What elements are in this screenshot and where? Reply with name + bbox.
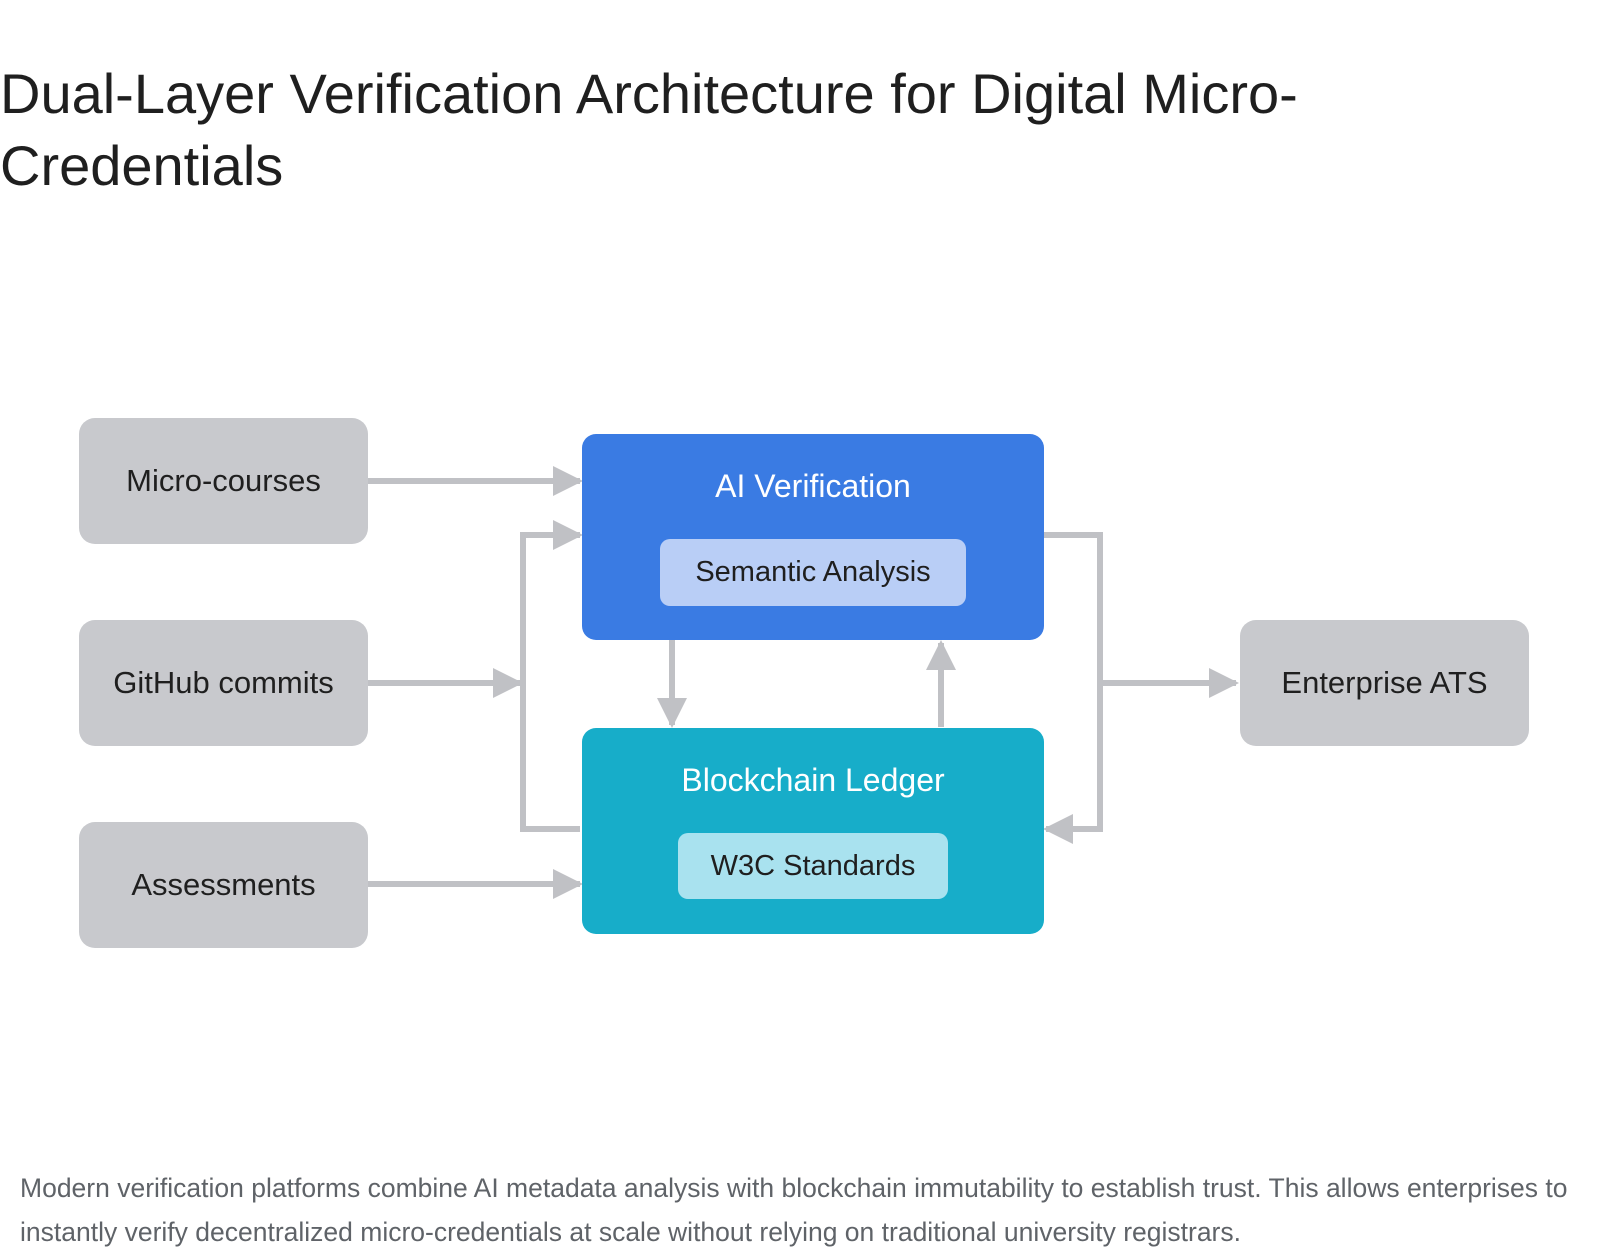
caption: Modern verification platforms combine AI… (20, 1173, 1568, 1247)
ai-layer-sub: Semantic Analysis (660, 539, 966, 606)
node-assessments: Assessments (79, 822, 368, 948)
node-label: GitHub commits (113, 665, 334, 700)
node-blockchain-ledger: Blockchain Ledger W3C Standards (582, 728, 1044, 934)
blockchain-layer-sub: W3C Standards (678, 833, 948, 899)
arrow-blockchain-loop-to-ai (520, 520, 583, 832)
node-ai-verification: AI Verification Semantic Analysis (582, 434, 1044, 640)
arrow-ai-to-blockchain-right-loop (1043, 532, 1103, 844)
node-enterprise-ats: Enterprise ATS (1240, 620, 1529, 746)
node-github-commits: GitHub commits (79, 620, 368, 746)
node-micro-courses: Micro-courses (79, 418, 368, 544)
node-label: Assessments (131, 867, 316, 902)
node-label: Micro-courses (126, 463, 321, 498)
page-title: Dual-Layer Verification Architecture for… (0, 62, 1298, 197)
blockchain-layer-title: Blockchain Ledger (681, 762, 945, 798)
ai-layer-title: AI Verification (715, 468, 911, 504)
node-label: Enterprise ATS (1281, 665, 1488, 700)
